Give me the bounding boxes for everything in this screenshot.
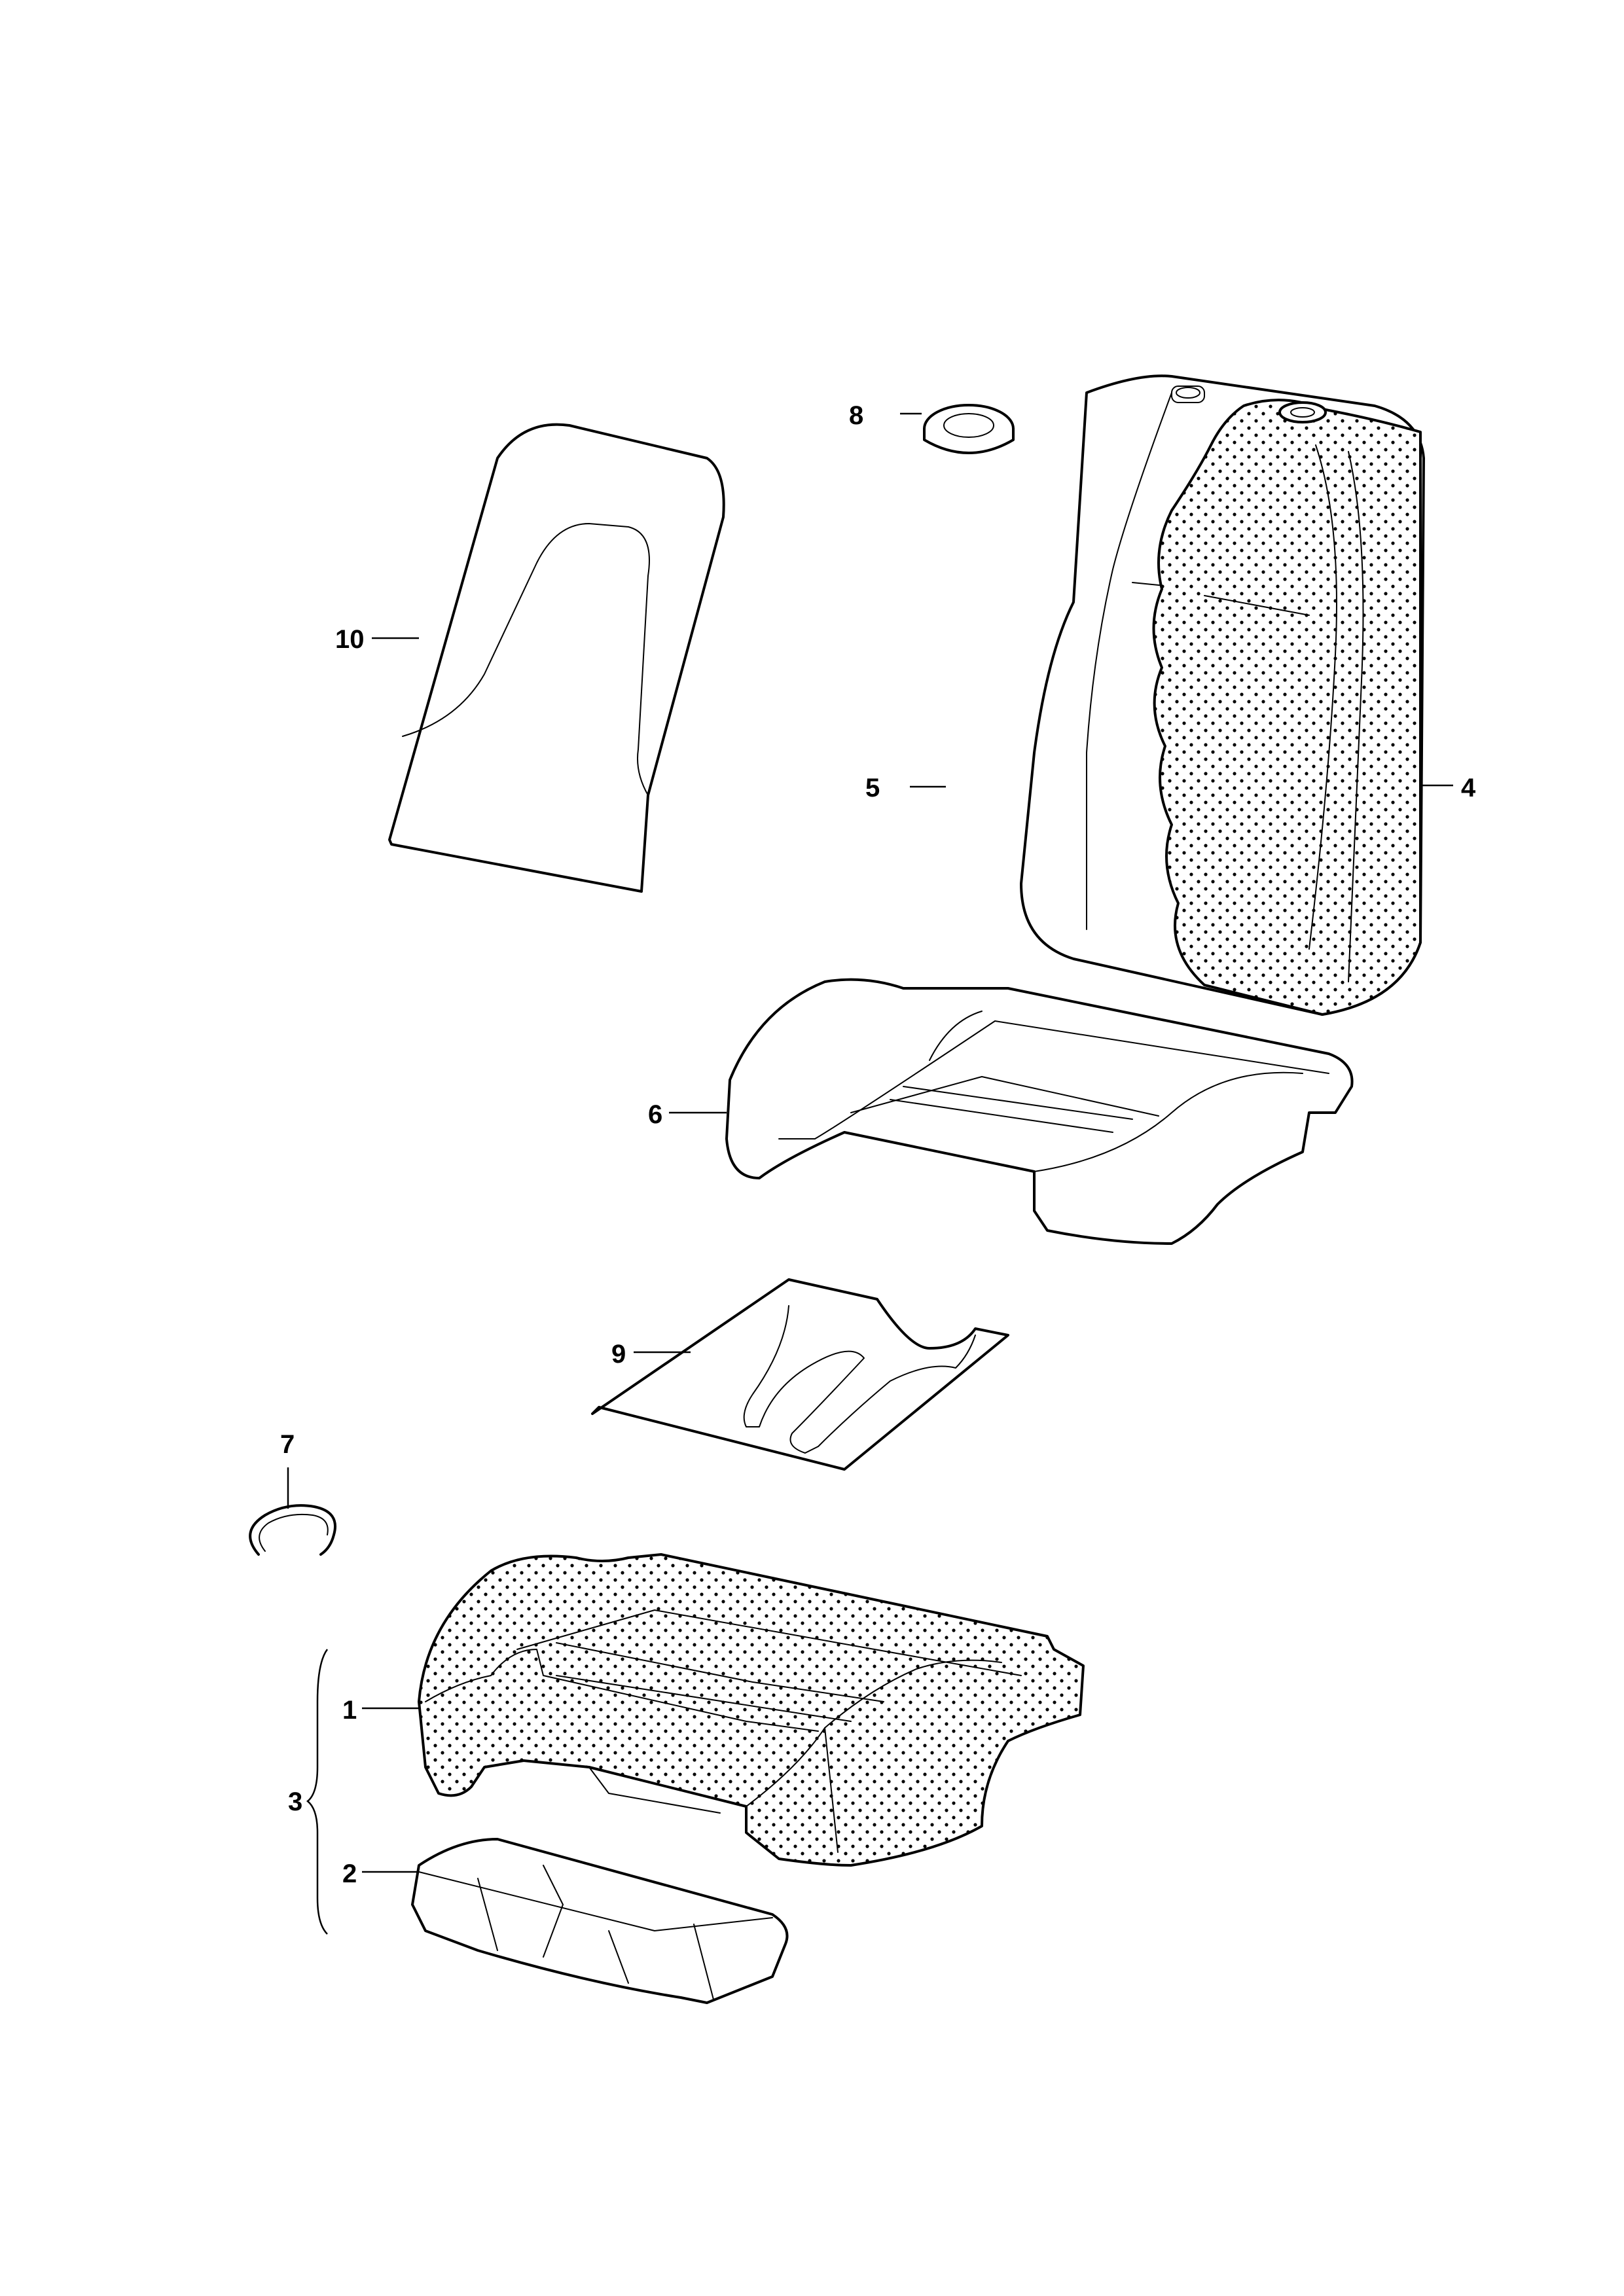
callout-8: 8 <box>849 401 863 430</box>
part-6-seat-cushion <box>725 978 1354 1245</box>
part-8-grommet <box>923 404 1015 454</box>
part-7-retaining-clip <box>249 1504 336 1556</box>
part-4-backrest-foam <box>1152 399 1422 1016</box>
callout-3: 3 <box>288 1787 302 1816</box>
callout-2: 2 <box>342 1859 357 1888</box>
callout-10: 10 <box>335 625 365 654</box>
callout-5: 5 <box>865 774 880 802</box>
callout-7: 7 <box>280 1430 295 1459</box>
part-9-heating-mat <box>591 1278 1009 1471</box>
callout-4: 4 <box>1461 774 1476 802</box>
leader-lines <box>287 412 1453 1873</box>
part-2-seat-insert <box>411 1838 789 2004</box>
callout-6: 6 <box>648 1100 662 1129</box>
part-10-backrest-panel <box>388 423 725 893</box>
part-1-seat-foam <box>418 1553 1085 1867</box>
assembly-3-bracket <box>306 1649 329 1935</box>
callout-9: 9 <box>611 1340 626 1369</box>
callout-1: 1 <box>342 1696 357 1725</box>
